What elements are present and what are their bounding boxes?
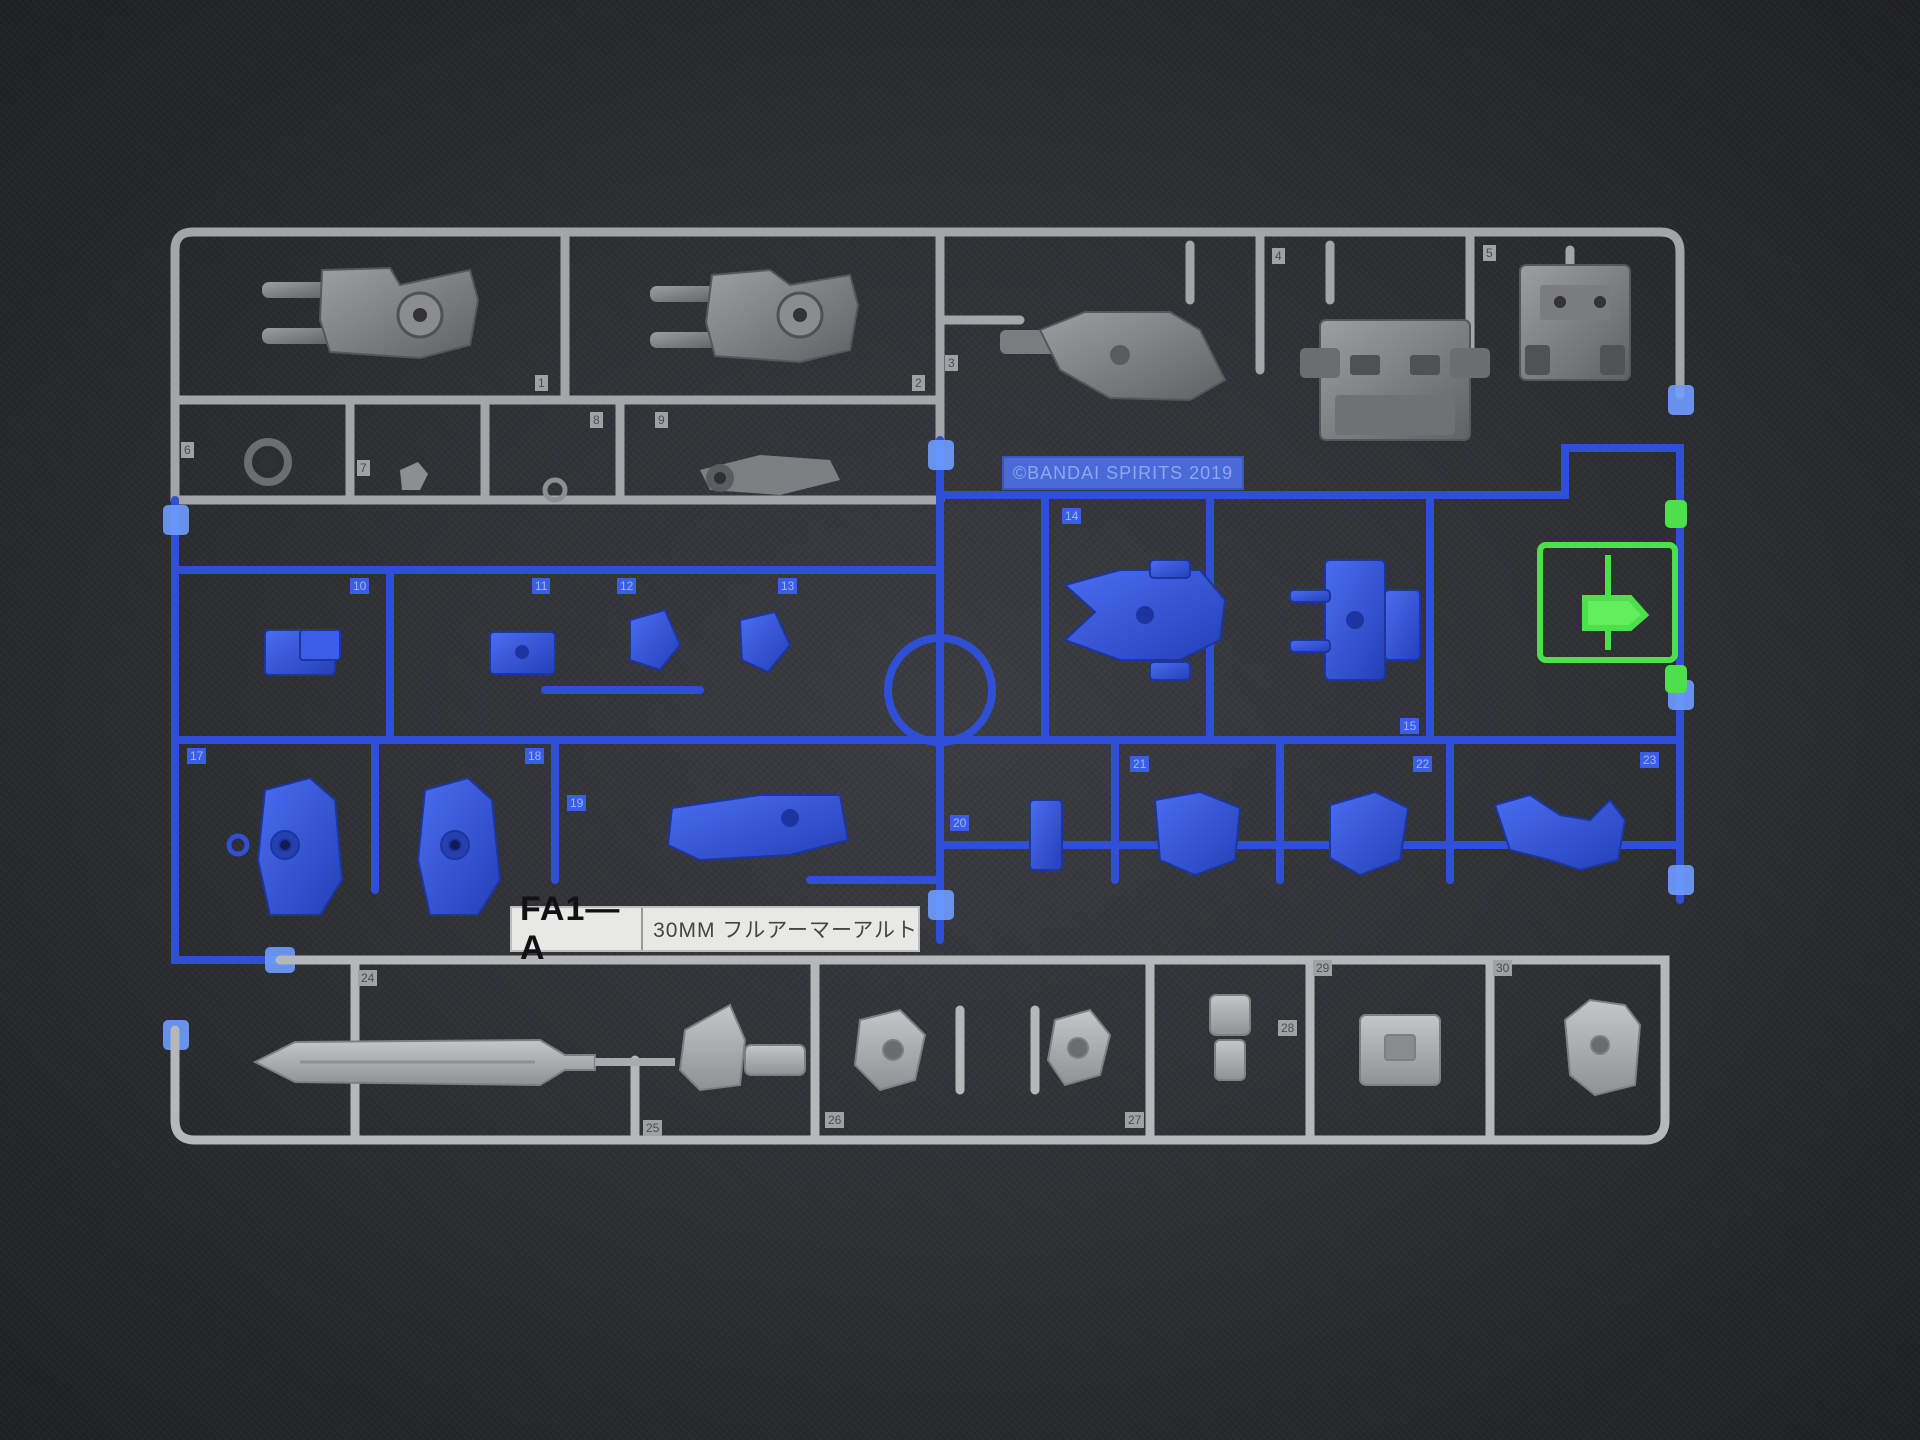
part-number-13: 13 xyxy=(778,578,798,594)
blue-part-12-13 xyxy=(629,608,792,674)
blue-part-17 xyxy=(226,776,344,916)
blue-part-21-22 xyxy=(1153,790,1410,877)
silver-part-sword xyxy=(252,1038,675,1087)
silver-part-30 xyxy=(1563,998,1642,1097)
green-clip xyxy=(1665,665,1687,693)
part-number-28: 28 xyxy=(1278,1020,1298,1036)
blue-part-15 xyxy=(1289,559,1421,681)
part-number-10: 10 xyxy=(350,578,370,594)
part-number-20: 20 xyxy=(950,815,970,831)
part-number-23: 23 xyxy=(1640,752,1660,768)
part-number-2: 2 xyxy=(912,375,925,391)
part-number-27: 27 xyxy=(1125,1112,1145,1128)
part-number-26: 26 xyxy=(825,1112,845,1128)
gray-part-ring xyxy=(244,438,292,486)
part-number-6: 6 xyxy=(181,442,194,458)
part-number-7: 7 xyxy=(357,460,370,476)
green-clear-part xyxy=(1537,542,1678,663)
gray-part-hip-1 xyxy=(262,266,480,360)
silver-part-29 xyxy=(1359,1014,1441,1086)
part-number-18: 18 xyxy=(525,748,545,764)
part-number-14: 14 xyxy=(1062,508,1082,524)
gray-part-chest-plate xyxy=(1000,311,1227,402)
part-number-4: 4 xyxy=(1272,248,1285,264)
gray-part-box xyxy=(1519,264,1631,381)
blue-runner-ring xyxy=(884,634,996,746)
part-number-30: 30 xyxy=(1493,960,1513,976)
gray-part-hip-2 xyxy=(650,268,860,364)
part-number-3: 3 xyxy=(945,355,958,371)
runner-name-plate: FA1—A 30MM フルアーマーアルト xyxy=(510,890,920,967)
part-number-22: 22 xyxy=(1413,756,1433,772)
part-number-9: 9 xyxy=(655,412,668,428)
silver-part-25 xyxy=(678,1003,806,1092)
part-number-17: 17 xyxy=(187,748,207,764)
gray-part-small-joints xyxy=(400,455,840,503)
part-number-19: 19 xyxy=(567,795,587,811)
part-number-5: 5 xyxy=(1483,245,1496,261)
silver-part-26 xyxy=(853,1008,1112,1092)
runner-description: 30MM フルアーマーアルト xyxy=(653,919,918,942)
green-clip xyxy=(1665,500,1687,528)
part-number-21: 21 xyxy=(1130,756,1150,772)
part-number-12: 12 xyxy=(617,578,637,594)
blue-part-10 xyxy=(264,629,341,676)
part-number-25: 25 xyxy=(643,1120,663,1136)
blue-part-19 xyxy=(666,794,850,862)
blue-part-14 xyxy=(1062,559,1227,681)
part-number-24: 24 xyxy=(358,970,378,986)
blue-part-23 xyxy=(1493,793,1627,872)
blue-part-18 xyxy=(416,776,502,916)
gray-part-backpack xyxy=(1300,319,1490,441)
blue-runner-frame xyxy=(171,436,1684,964)
copyright-plate: ©BANDAI SPIRITS 2019 xyxy=(1002,456,1244,490)
part-number-15: 15 xyxy=(1400,718,1420,734)
part-number-29: 29 xyxy=(1313,960,1333,976)
blue-part-20 xyxy=(1029,799,1063,871)
part-number-11: 11 xyxy=(532,578,551,594)
runner-code: FA1—A xyxy=(512,890,644,967)
part-number-8: 8 xyxy=(590,412,603,428)
runner-clips xyxy=(163,385,1694,1050)
part-number-1: 1 xyxy=(535,375,548,391)
silver-part-28 xyxy=(1209,994,1251,1081)
copyright-text: ©BANDAI SPIRITS 2019 xyxy=(1012,462,1234,483)
blue-part-11 xyxy=(489,631,556,675)
